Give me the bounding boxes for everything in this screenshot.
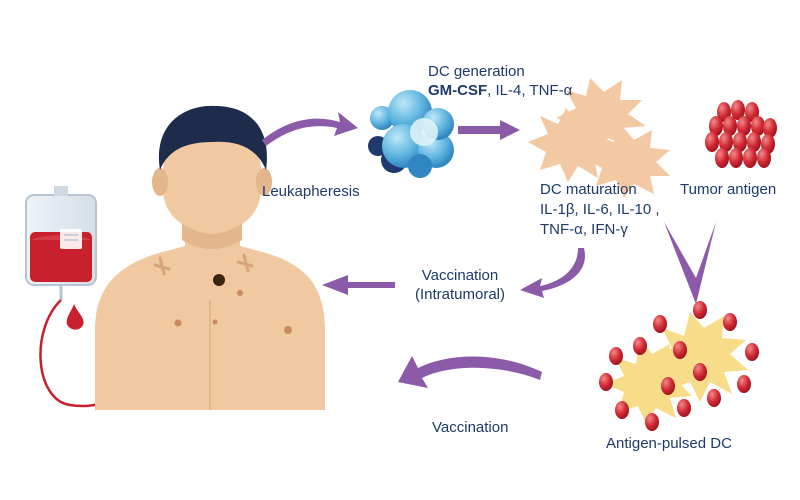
label-tumor-antigen: Tumor antigen — [680, 181, 777, 198]
label-vaccination-intratumoral-line1: Vaccination — [421, 267, 499, 284]
blood-bag-icon — [25, 186, 119, 408]
patient-icon — [95, 105, 325, 410]
arrow-antigen-loading — [664, 222, 716, 304]
tumor-antigen-icon — [705, 100, 777, 168]
arrow-leukapheresis — [262, 112, 358, 146]
arrow-dc-maturation — [520, 248, 585, 298]
label-dc-generation: DC generation — [428, 63, 525, 80]
label-vaccination-intratumoral: Vaccination (Intratumoral) — [400, 266, 520, 304]
dendritic-cell-icon — [528, 78, 670, 198]
label-vaccination: Vaccination — [432, 419, 509, 436]
label-dc-maturation-cytokines-1: IL-1β, IL-6, IL-10 , — [540, 201, 660, 218]
arrow-vaccination-intratumoral — [322, 275, 395, 295]
label-vaccination-intratumoral-line2: (Intratumoral) — [414, 286, 506, 303]
label-dc-maturation-cytokines-2: TNF-α, IFN-γ — [540, 221, 628, 238]
label-dc-maturation: DC maturation — [540, 181, 637, 198]
factors-rest: , IL-4, TNF-α — [487, 82, 573, 99]
label-antigen-pulsed-dc: Antigen-pulsed DC — [606, 435, 732, 452]
antigen-pulsed-dc-icon — [599, 301, 759, 431]
blood-cells-icon — [368, 90, 454, 178]
arrow-dc-generation — [458, 120, 520, 140]
blood-drop-icon — [66, 304, 84, 330]
factor-gm-csf: GM-CSF — [428, 82, 488, 99]
label-dc-generation-factors: GM-CSF, IL-4, TNF-α — [428, 81, 572, 100]
arrow-vaccination — [398, 356, 542, 388]
label-leukapheresis: Leukapheresis — [262, 183, 360, 200]
